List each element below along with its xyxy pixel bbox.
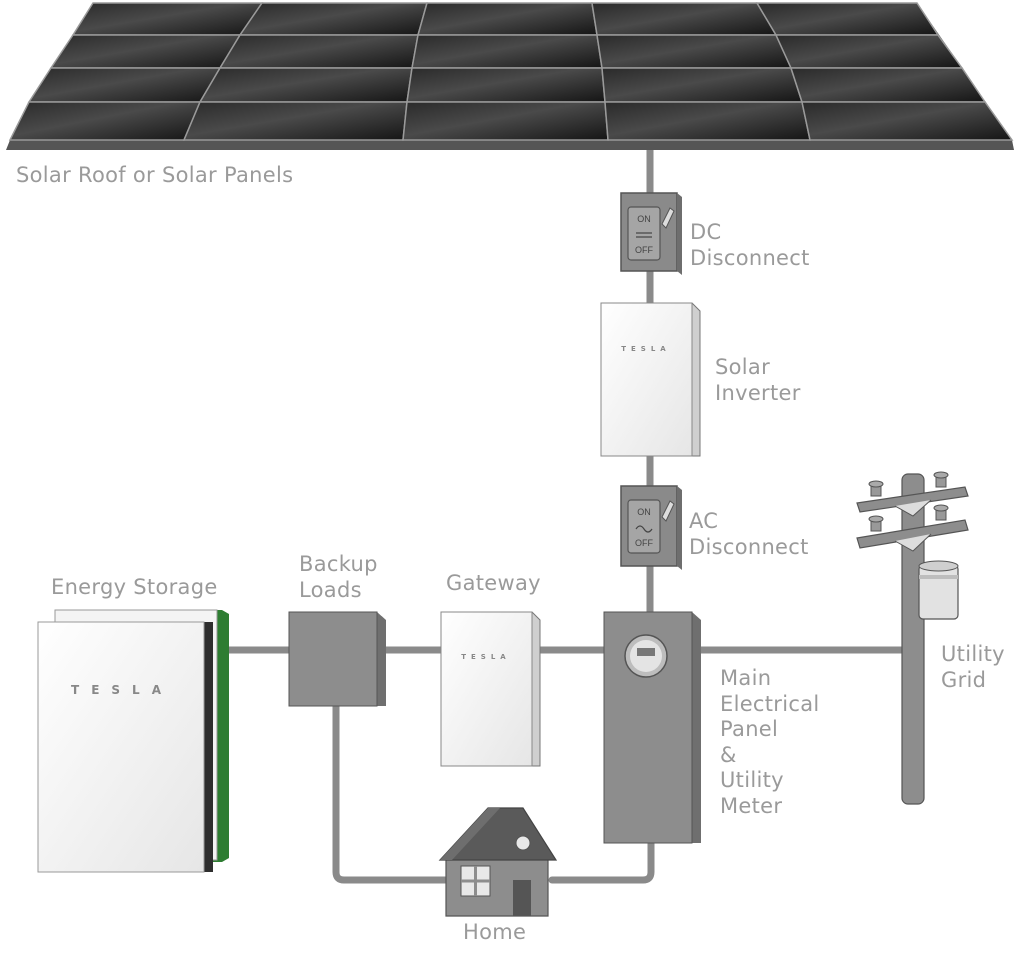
dc-off-label: OFF [635,245,653,255]
dc-disconnect-box: ON OFF [620,192,682,275]
home-icon [438,807,558,917]
solar-cells [8,2,1014,141]
utility-meter-icon [624,634,668,678]
home-label: Home [463,920,527,944]
utility-pole [856,471,969,805]
ac-on-label: ON [637,507,651,517]
crossarm-bottom [856,504,969,552]
ac-switch-handle-icon [661,500,675,522]
energy-storage-label: Energy Storage [51,575,218,599]
energy-storage-units: TESLA [37,609,229,873]
ac-disconnect-box: ON OFF [620,485,682,570]
inverter-brand: TESLA [621,345,670,353]
wire-panel-to-home [548,838,655,884]
crossarm-top [856,471,969,517]
dc-on-label: ON [637,214,651,224]
main-panel-box [603,611,701,844]
main-panel-label: Main Electrical Panel & Utility Meter [720,666,820,818]
wiring [224,146,906,884]
solar-inverter-label: Solar Inverter [715,355,801,405]
solar-panels [6,2,1014,150]
gateway-label: Gateway [446,571,541,595]
ac-disconnect-label: AC Disconnect [689,509,809,559]
pole-transformer-icon [918,560,959,620]
storage-brand: TESLA [71,683,173,697]
backup-loads-box [288,611,386,707]
ac-off-label: OFF [635,538,653,548]
backup-loads-label: Backup Loads [299,552,378,602]
solar-label: Solar Roof or Solar Panels [16,163,294,187]
solar-inverter-box: TESLA [600,302,701,457]
gateway-box: TESLA [440,611,541,767]
dc-switch-handle-icon [661,207,675,229]
utility-grid-label: Utility Grid [941,642,1005,692]
dc-disconnect-label: DC Disconnect [690,220,810,270]
gateway-brand: TESLA [461,653,510,661]
wire-backup-to-home [332,701,451,884]
